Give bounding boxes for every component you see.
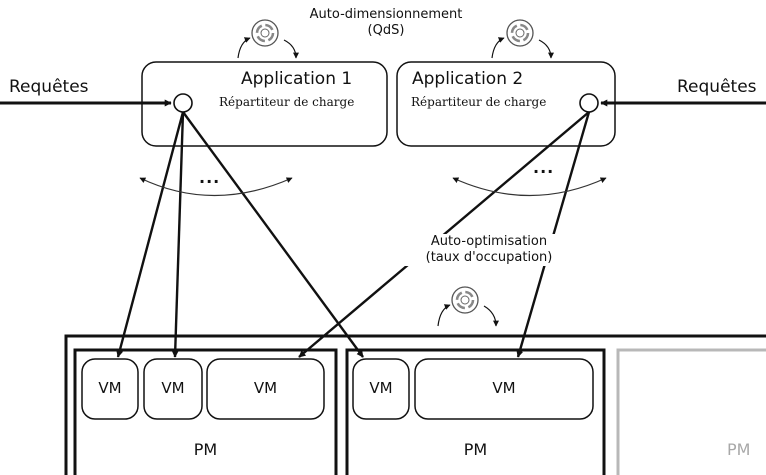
vm-box-1-2 — [143, 358, 203, 420]
scaling-curve-arrow — [452, 177, 607, 196]
vm-label: VM — [253, 379, 278, 397]
route-arrow — [171, 111, 185, 358]
load-balancer-node-1 — [173, 93, 193, 113]
autonomic-cycle-icon — [450, 285, 480, 315]
auto-sizing-label: Auto-dimensionnement (QdS) — [309, 7, 463, 38]
vm-label: VM — [492, 379, 516, 397]
pm-box-2 — [345, 348, 606, 475]
hook-arrow — [237, 37, 251, 59]
app-1-subtitle: Répartiteur de charge — [219, 95, 355, 109]
pm-label: PM — [193, 440, 218, 459]
pm-box-1 — [73, 348, 338, 475]
auto-optimisation-label: Auto-optimisation (taux d'occupation) — [403, 234, 575, 266]
requests-label-left: Requêtes — [9, 77, 89, 97]
vm-box-1-3 — [206, 358, 325, 420]
pm-label: PM — [463, 440, 488, 459]
datacenter-frame — [64, 334, 766, 475]
vm-label: VM — [98, 379, 122, 397]
vm-box-2-2 — [414, 358, 594, 420]
app-1-title: Application 1 — [241, 69, 353, 89]
ellipsis: ... — [533, 158, 555, 177]
autonomic-cycle-icon — [505, 18, 535, 48]
route-arrow — [116, 111, 185, 358]
autonomic-cycle-icon — [250, 18, 280, 48]
vm-box-1-1 — [81, 358, 139, 420]
app-2-subtitle: Répartiteur de charge — [411, 95, 547, 109]
pm-box-3 — [616, 348, 766, 475]
ellipsis: ... — [199, 168, 221, 187]
route-arrow — [182, 111, 364, 358]
scaling-curve-arrow — [139, 177, 293, 196]
vm-label: VM — [161, 379, 185, 397]
hook-arrow — [483, 305, 499, 327]
app-2-title: Application 2 — [412, 69, 524, 89]
load-balancer-node-2 — [579, 93, 599, 113]
vm-label: VM — [369, 379, 393, 397]
requests-label-right: Requêtes — [677, 77, 757, 97]
vm-box-2-1 — [352, 358, 410, 420]
hook-arrow — [538, 39, 554, 59]
hook-arrow — [283, 39, 299, 59]
hook-arrow — [491, 37, 505, 59]
hook-arrow — [437, 304, 451, 327]
pm-label: PM — [727, 440, 751, 459]
